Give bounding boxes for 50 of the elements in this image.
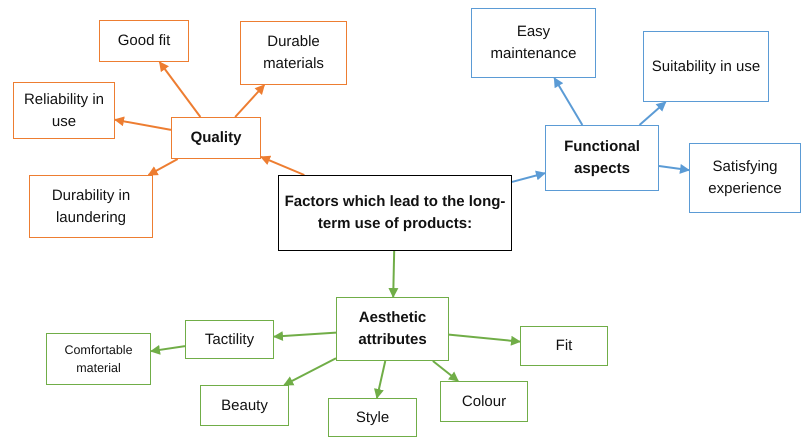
- arrow: [283, 357, 336, 386]
- concept-box: [643, 31, 769, 102]
- arrow: [638, 101, 666, 126]
- arrow: [148, 158, 178, 176]
- concept-box: [171, 117, 261, 159]
- arrow: [273, 331, 336, 342]
- concept-box: [520, 326, 608, 366]
- concept-box: [46, 333, 151, 385]
- node-text: Tactility: [204, 330, 254, 350]
- node-text: Comfortable material: [63, 342, 134, 377]
- node-text: Durable materials: [262, 32, 325, 74]
- arrow: [114, 116, 172, 131]
- arrow: [658, 164, 690, 174]
- concept-box: [440, 381, 528, 422]
- node-text: Durability in laundering: [50, 186, 132, 228]
- node-text: Easy maintenance: [490, 22, 578, 64]
- node-text: Good fit: [118, 31, 170, 52]
- concept-box: [336, 297, 449, 361]
- concept-box: [689, 143, 801, 213]
- arrow: [554, 77, 584, 126]
- node-text: Suitability in use: [652, 56, 760, 77]
- arrow: [158, 61, 202, 118]
- arrow: [260, 156, 305, 176]
- concept-box: [13, 82, 115, 139]
- node-text: Colour: [462, 392, 506, 412]
- node-text: Aesthetic attributes: [357, 308, 428, 350]
- concept-box: [185, 320, 274, 359]
- arrow: [374, 360, 386, 399]
- arrow: [150, 344, 186, 355]
- arrow: [448, 334, 521, 346]
- concept-box: [545, 125, 659, 191]
- node-text: Functional aspects: [563, 137, 641, 179]
- concept-box: [29, 175, 153, 238]
- concept-box: [471, 8, 596, 78]
- node-text: Factors which lead to the long-term use of products:: [284, 192, 506, 234]
- node-text: Satisfying experience: [707, 157, 783, 199]
- arrow: [388, 250, 398, 298]
- concept-box: [200, 385, 289, 426]
- node-text: Fit: [556, 336, 572, 356]
- node-text: Quality: [190, 128, 242, 148]
- arrow: [432, 360, 459, 382]
- concept-box: [278, 175, 512, 251]
- arrow: [234, 84, 266, 118]
- concept-box: [240, 21, 347, 85]
- node-text: Beauty: [221, 396, 268, 416]
- concept-box: [99, 20, 189, 62]
- node-text: Style: [356, 408, 390, 428]
- node-text: Reliability in use: [22, 90, 106, 132]
- concept-box: [328, 398, 417, 437]
- arrow: [512, 170, 546, 183]
